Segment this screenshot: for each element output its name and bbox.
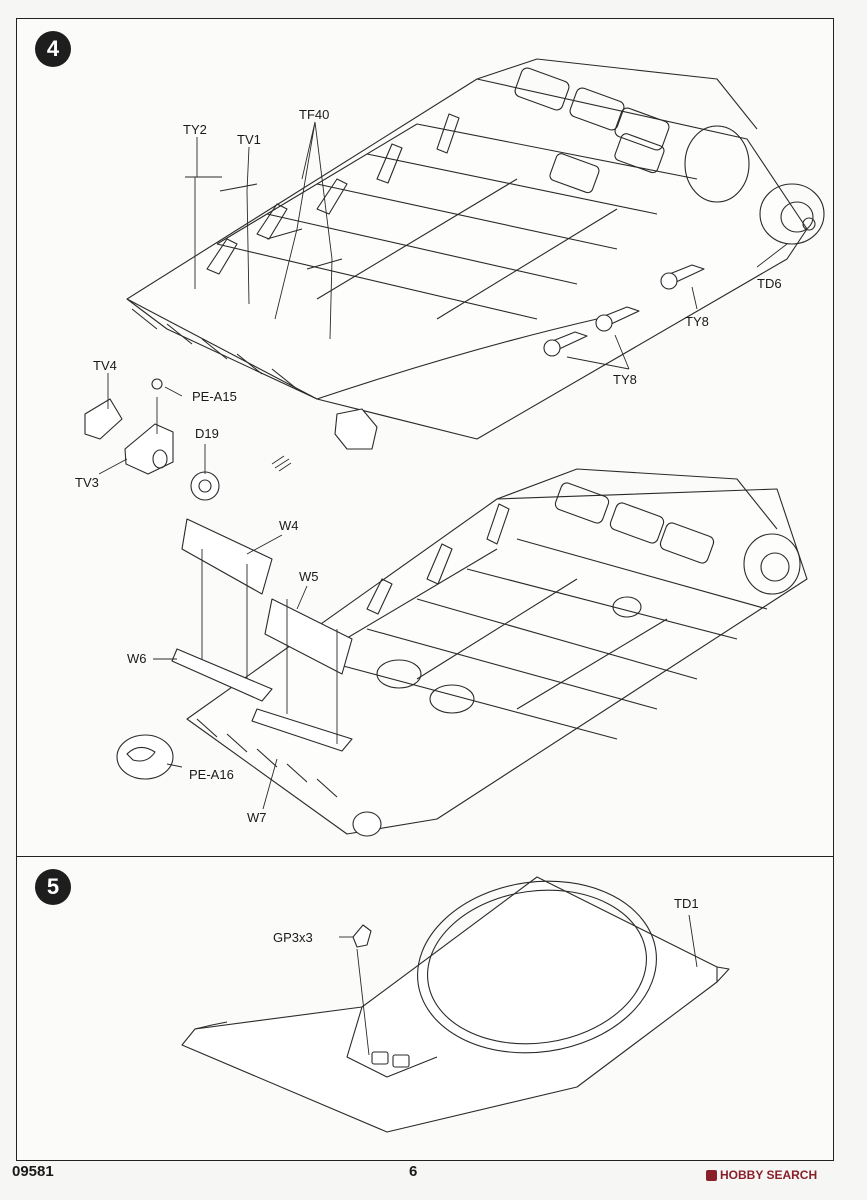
label-ty8-upper: TY8 <box>685 314 709 329</box>
step-5-panel: 5 TD1 GP3x3 <box>16 856 834 1161</box>
label-tv3: TV3 <box>75 475 99 490</box>
label-d19: D19 <box>195 426 219 441</box>
label-tv1: TV1 <box>237 132 261 147</box>
page-number: 6 <box>409 1163 418 1180</box>
kit-code: 09581 <box>12 1163 54 1180</box>
label-td6: TD6 <box>757 276 782 291</box>
label-w5: W5 <box>299 569 319 584</box>
step-number-badge: 5 <box>35 869 71 905</box>
label-ty8-lower: TY8 <box>613 372 637 387</box>
brand-text: HOBBY SEARCH <box>720 1168 818 1182</box>
label-ty2: TY2 <box>183 122 207 137</box>
label-pe-a15: PE-A15 <box>192 389 237 404</box>
label-td1: TD1 <box>674 896 699 911</box>
label-tf40: TF40 <box>299 107 330 122</box>
label-gp3x3: GP3x3 <box>273 930 313 945</box>
hobby-search-watermark: HOBBY SEARCH <box>706 1168 817 1182</box>
label-pe-a16: PE-A16 <box>189 767 234 782</box>
step-4-panel: 4 <box>16 18 834 858</box>
label-w6: W6 <box>127 651 147 666</box>
label-w4: W4 <box>279 518 299 533</box>
hull-floor-plate-illustration <box>181 876 730 1133</box>
label-w7: W7 <box>247 810 267 825</box>
hobby-search-logo-icon <box>706 1169 717 1181</box>
label-tv4: TV4 <box>93 358 117 373</box>
step-number-badge: 4 <box>35 31 71 67</box>
hull-assembly-illustration <box>84 58 825 837</box>
